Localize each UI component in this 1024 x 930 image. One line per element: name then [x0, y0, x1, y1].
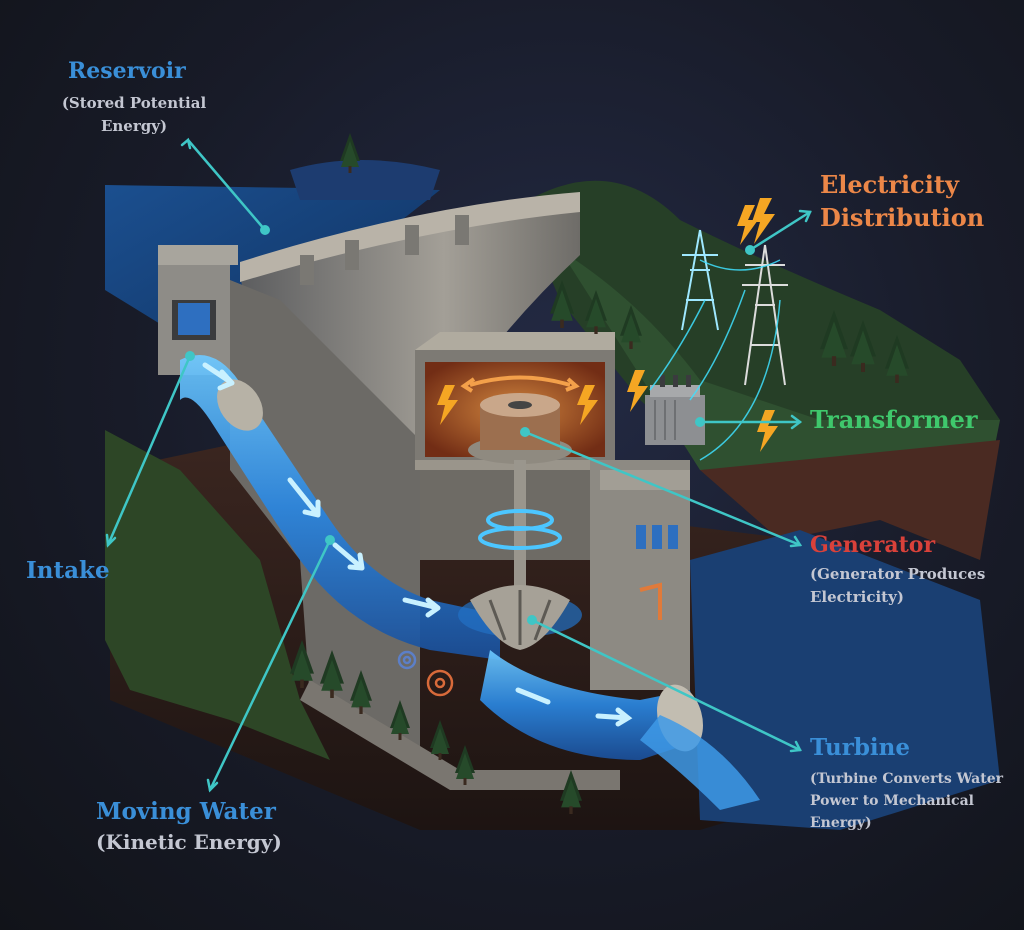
generator-title: Generator [810, 532, 936, 558]
outflow-pipe [480, 650, 700, 760]
generator-subtitle-line2: Electricity) [810, 588, 904, 606]
turbine-runner [458, 585, 582, 650]
reservoir-title: Reservoir [68, 58, 186, 84]
generator-subtitle: (Generator Produces Electricity) [810, 563, 985, 609]
transmission-tower-icon [742, 244, 788, 386]
turbine-subtitle-line3: Energy) [810, 815, 872, 831]
generator-rotor [460, 375, 580, 464]
turbine-title: Turbine [810, 734, 911, 761]
electricity-distribution-line1: Electricity [820, 170, 959, 199]
electricity-distribution-line2: Distribution [820, 203, 985, 232]
callout-dots [185, 225, 755, 625]
moving-water-subtitle: (Kinetic Energy) [96, 830, 282, 854]
reservoir-subtitle-line1: (Stored Potential [61, 94, 207, 112]
rotation-arrows [478, 509, 562, 550]
turbine-subtitle-line1: (Turbine Converts Water [810, 771, 1004, 787]
turbine-shaft [514, 460, 526, 590]
turbine-subtitle: (Turbine Converts Water Power to Mechani… [810, 768, 1003, 834]
lightning-icon [437, 198, 778, 452]
reservoir-subtitle-line2: Energy) [100, 117, 168, 135]
moving-water-title: Moving Water [96, 798, 276, 825]
gear-icon [426, 669, 454, 697]
transmission-tower-icon [681, 229, 719, 331]
callout-lines [105, 137, 812, 793]
dam-buttresses [300, 215, 469, 285]
flow-arrow-icon [202, 362, 441, 618]
left-hillside [105, 430, 330, 760]
penstock-pipe [180, 355, 500, 660]
turbine-subtitle-line2: Power to Mechanical [810, 793, 974, 809]
transformer-label: Transformer [810, 405, 978, 434]
gear-icon [397, 650, 417, 670]
generator-subtitle-line1: (Generator Produces [810, 565, 986, 583]
intake-label: Intake [26, 557, 110, 584]
transformer-box [645, 375, 705, 445]
tailwater-river [690, 530, 1000, 830]
reservoir-subtitle: (Stored Potential Energy) [44, 92, 224, 138]
electricity-distribution-label: Electricity Distribution [820, 168, 984, 234]
